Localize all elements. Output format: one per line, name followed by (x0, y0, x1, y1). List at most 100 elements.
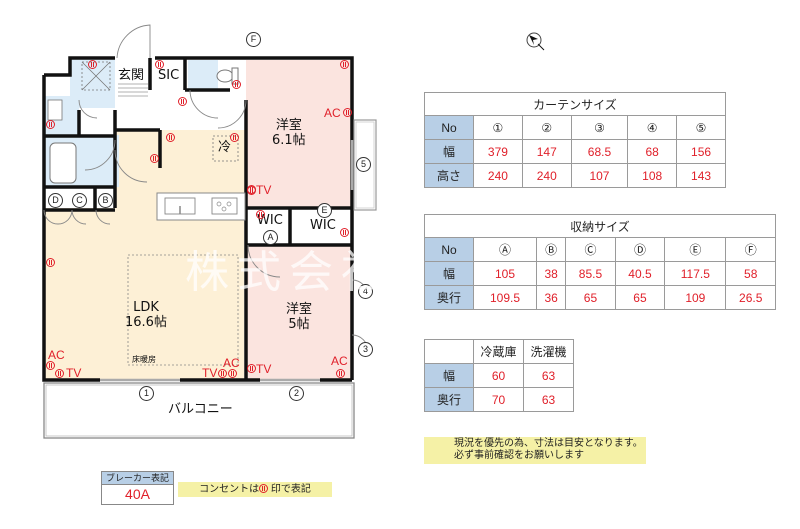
room-label-ldk: LDK 16.6帖 (125, 300, 167, 330)
column-header: Ⓑ (536, 237, 567, 262)
header-cell: No (424, 115, 474, 140)
outlet-icon (88, 60, 97, 69)
table-row: 奥行 109.5 36 65 65 109 26.5 (424, 285, 776, 310)
value-cell: 109.5 (472, 285, 538, 310)
outlet-icon (340, 228, 349, 237)
column-header: Ⓐ (472, 237, 538, 262)
outlet-icon (230, 133, 239, 142)
room-name: LDK (133, 300, 159, 315)
outlet-icon (166, 133, 175, 142)
storage-letter-a: A (263, 230, 278, 245)
note-line-2: 必ず事前確認をお願いします (454, 450, 584, 461)
room-size: 16.6帖 (125, 315, 167, 330)
floor-plan-drawing (42, 24, 377, 439)
value-cell: 379 (473, 139, 523, 164)
outlet-icon (259, 484, 269, 493)
column-header: ③ (570, 115, 629, 140)
room-label-entrance: 玄関 (118, 68, 145, 83)
floor-plan: 玄関 SIC 洋室 6.1帖 洋室 5帖 LDK 16.6帖 床暖房 WIC W… (42, 24, 377, 439)
outlet-icon (218, 369, 227, 378)
outlet-icon (256, 210, 265, 219)
table-title: カーテンサイズ (424, 92, 726, 116)
value-cell: 26.5 (725, 285, 776, 310)
room-name: 洋室 (286, 302, 313, 317)
window-number-2: 2 (289, 386, 304, 401)
row-label: 幅 (424, 139, 474, 164)
room-size: 5帖 (288, 317, 310, 332)
column-header: 冷蔵庫 (473, 339, 524, 364)
outlet-legend-prefix: コンセントは (199, 484, 260, 495)
room-size: 6.1帖 (272, 133, 306, 148)
note-line-1: 現況を優先の為、寸法は目安となります。 (454, 438, 643, 449)
value-cell: 40.5 (614, 261, 666, 286)
appliance-size-table: 冷蔵庫 洗濯機 幅 60 63 奥行 70 63 (424, 339, 574, 412)
dimension-disclaimer-note: 現況を優先の為、寸法は目安となります。 必ず事前確認をお願いします (424, 437, 646, 464)
outlet-icon (150, 154, 159, 163)
outlet-icon (343, 108, 352, 117)
room-name: 洋室 (275, 118, 302, 133)
room-label-sic: SIC (158, 68, 180, 83)
value-cell: 68 (627, 139, 678, 164)
table-title: 収納サイズ (424, 214, 776, 238)
blank-cell (424, 339, 474, 364)
breaker-label: ブレーカー表記 (102, 472, 173, 485)
value-cell: 107 (570, 163, 629, 188)
row-label: 幅 (424, 261, 474, 286)
column-header: ④ (627, 115, 678, 140)
outlet-icon (46, 258, 55, 267)
column-header: Ⓕ (725, 237, 776, 262)
value-cell: 240 (521, 163, 572, 188)
table-row: No ① ② ③ ④ ⑤ (424, 115, 726, 140)
breaker-value: 40A (125, 486, 150, 502)
table-row: 幅 105 38 85.5 40.5 117.5 58 (424, 261, 776, 286)
table-row: 冷蔵庫 洗濯機 (424, 339, 574, 364)
ac-marker: AC (223, 356, 240, 370)
storage-letter-d: D (48, 193, 63, 208)
column-header: Ⓔ (664, 237, 727, 262)
ac-marker: AC (331, 354, 348, 368)
row-label: 奥行 (424, 387, 474, 412)
storage-letter-f: F (246, 32, 261, 47)
value-cell: 63 (523, 363, 574, 388)
fridge-label: 冷 (218, 140, 232, 155)
value-cell: 117.5 (664, 261, 727, 286)
value-cell: 240 (473, 163, 523, 188)
outlet-icon (55, 369, 64, 378)
column-header: 洗濯機 (523, 339, 574, 364)
ac-marker: AC (324, 106, 341, 120)
room-label-wic-e: WIC (310, 218, 336, 233)
storage-size-table: 収納サイズ No Ⓐ Ⓑ Ⓒ Ⓓ Ⓔ Ⓕ 幅 105 38 85.5 40.5 … (424, 214, 776, 310)
value-cell: 70 (473, 387, 524, 412)
window-number-5: 5 (356, 157, 371, 172)
room-label-western1: 洋室 6.1帖 (272, 118, 306, 148)
column-header: ⑤ (676, 115, 726, 140)
value-cell: 156 (676, 139, 726, 164)
outlet-icon (336, 369, 345, 378)
column-header: Ⓒ (565, 237, 616, 262)
table-row: 幅 60 63 (424, 363, 574, 388)
value-cell: 38 (536, 261, 567, 286)
outlet-icon (178, 97, 187, 106)
outlet-legend-note: コンセントは 印で表記 (178, 482, 332, 497)
window-number-1: 1 (139, 386, 154, 401)
value-cell: 65 (614, 285, 666, 310)
window-number-4: 4 (358, 284, 373, 299)
table-row: 幅 379 147 68.5 68 156 (424, 139, 726, 164)
tv-marker: TV (66, 366, 82, 380)
value-cell: 143 (676, 163, 726, 188)
outlet-icon (46, 361, 55, 370)
outlet-icon (340, 60, 349, 69)
tv-marker: TV (202, 366, 218, 380)
tv-marker: TV (256, 183, 272, 197)
row-label: 奥行 (424, 285, 474, 310)
table-row: No Ⓐ Ⓑ Ⓒ Ⓓ Ⓔ Ⓕ (424, 237, 776, 262)
outlet-icon (155, 60, 164, 69)
outlet-icon (232, 80, 241, 89)
value-cell: 85.5 (565, 261, 616, 286)
value-cell: 65 (565, 285, 616, 310)
window-number-3: 3 (358, 342, 373, 357)
row-label: 高さ (424, 163, 474, 188)
floor-heating-label: 床暖房 (132, 355, 156, 364)
balcony-label: バルコニー (168, 402, 233, 417)
column-header: ① (473, 115, 523, 140)
